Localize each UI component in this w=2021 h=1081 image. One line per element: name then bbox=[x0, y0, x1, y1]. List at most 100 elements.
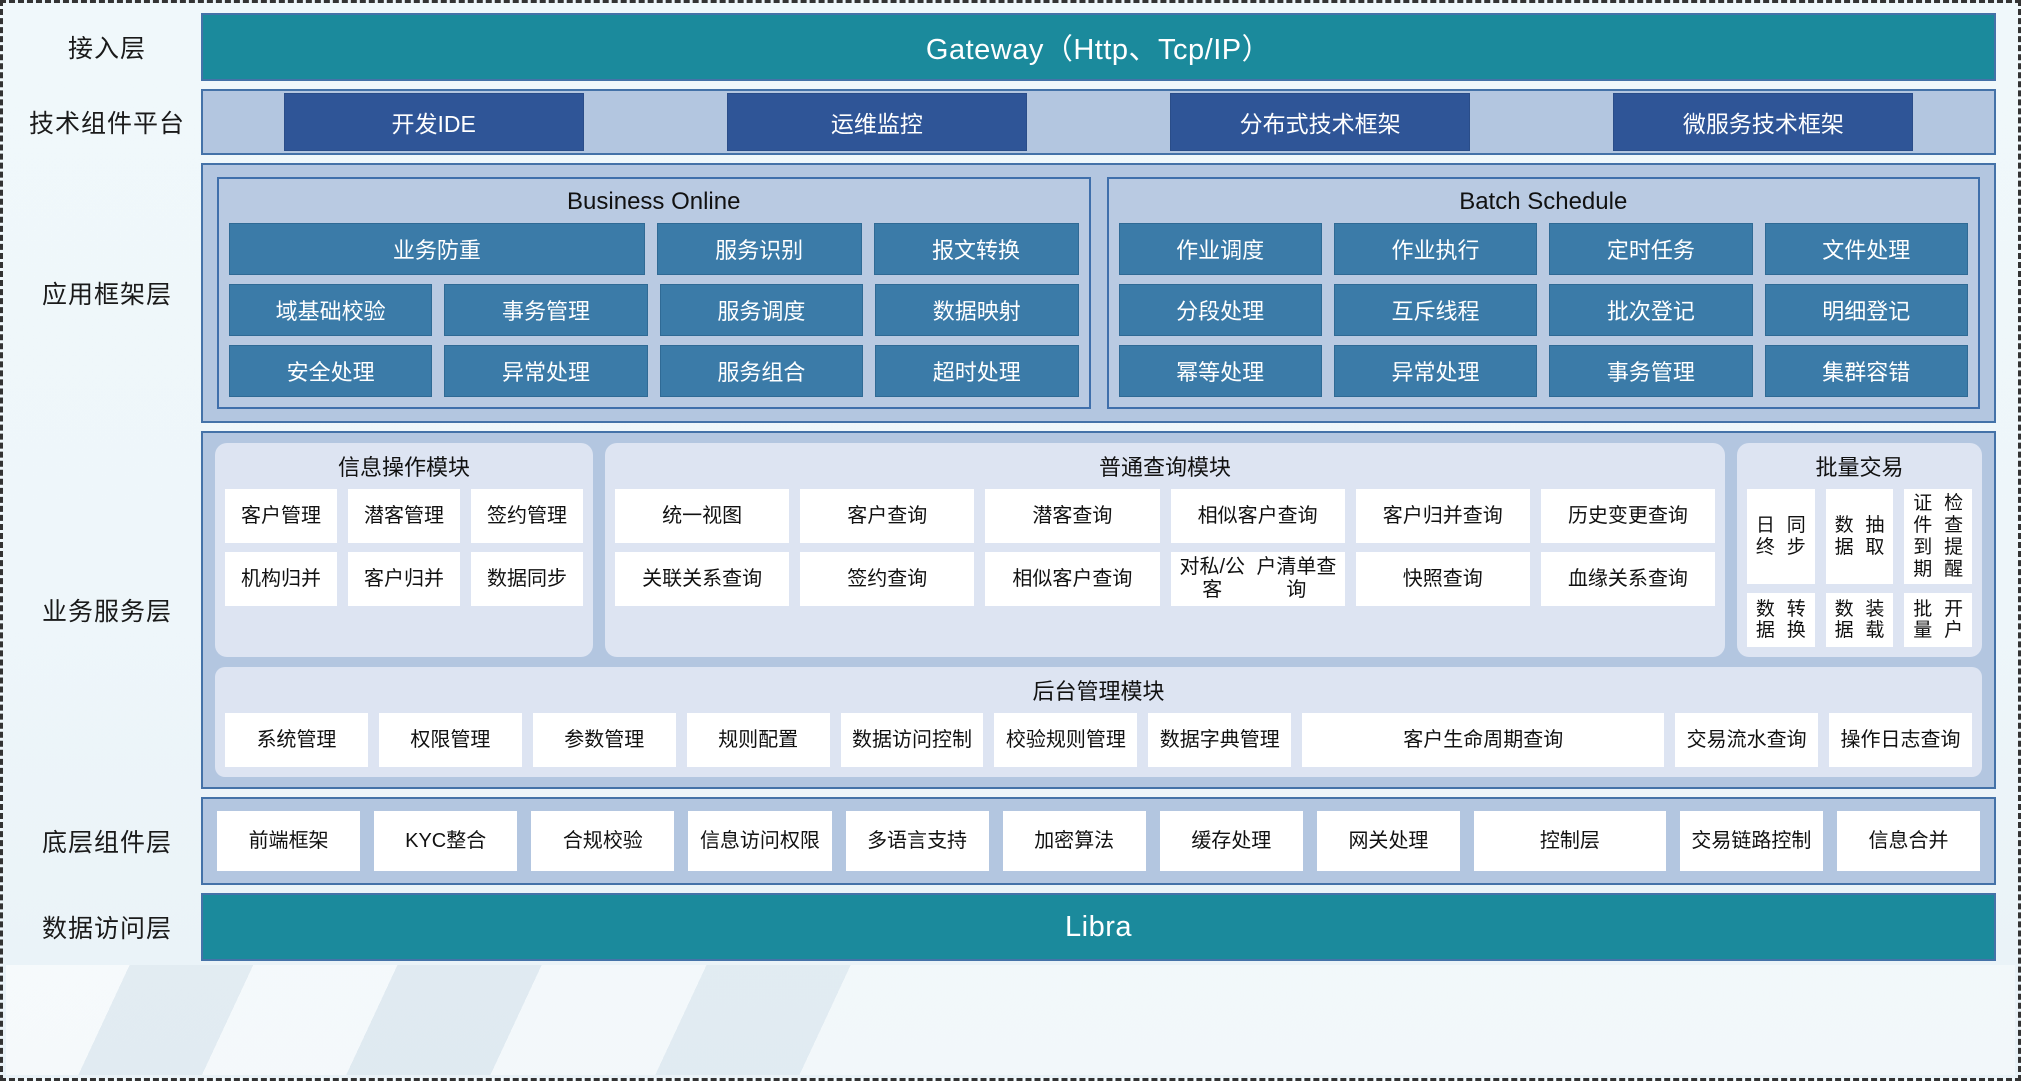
mbox-contract-management[interactable]: 签约管理 bbox=[471, 489, 583, 543]
fbox-job-execution[interactable]: 作业执行 bbox=[1333, 223, 1538, 275]
module-common-query: 普通查询模块 统一视图 客户查询 潜客查询 相似客户查询 客户归并查询 历史变更… bbox=[605, 443, 1725, 658]
module-title-info-operation: 信息操作模块 bbox=[337, 455, 470, 480]
mbox-similar-customer-query-2[interactable]: 相似客户查询 bbox=[985, 552, 1160, 606]
layer-tech-platform: 技术组件平台 开发IDE 运维监控 分布式技术框架 微服务技术框架 bbox=[13, 89, 1996, 155]
fbox-domain-base-validate[interactable]: 域基础校验 bbox=[229, 284, 433, 336]
fbox-timeout-processing[interactable]: 超时处理 bbox=[875, 345, 1079, 397]
batch-schedule-row-1: 作业调度 作业执行 定时任务 文件处理 bbox=[1118, 223, 1968, 275]
mbox-eod-sync[interactable]: 日终同步 bbox=[1747, 489, 1815, 585]
cbox-control-layer[interactable]: 控制层 bbox=[1474, 811, 1666, 872]
gateway-bar: Gateway（Http、Tcp/IP） bbox=[201, 13, 1996, 81]
cbox-info-access-permission[interactable]: 信息访问权限 bbox=[688, 811, 832, 872]
fbox-file-processing[interactable]: 文件处理 bbox=[1764, 223, 1968, 275]
mbox-validation-rule-management[interactable]: 校验规则管理 bbox=[994, 713, 1138, 768]
module-title-common-query: 普通查询模块 bbox=[1098, 455, 1231, 480]
mbox-permission-management[interactable]: 权限管理 bbox=[378, 713, 522, 768]
cbox-encryption-algorithm[interactable]: 加密算法 bbox=[1002, 811, 1146, 872]
mbox-operation-log-query[interactable]: 操作日志查询 bbox=[1829, 713, 1972, 768]
fbox-mutex-thread[interactable]: 互斥线程 bbox=[1333, 284, 1538, 336]
mbox-blood-relation-query[interactable]: 血缘关系查询 bbox=[1540, 552, 1716, 606]
layer-label-tech-platform: 技术组件平台 bbox=[28, 110, 185, 138]
mbox-unified-view[interactable]: 统一视图 bbox=[615, 489, 790, 543]
cbox-info-merge[interactable]: 信息合并 bbox=[1836, 811, 1981, 872]
batch-schedule-row-3: 幂等处理 异常处理 事务管理 集群容错 bbox=[1118, 345, 1968, 397]
layer-label-base-component: 底层组件层 bbox=[41, 829, 172, 858]
mbox-customer-merge[interactable]: 客户归并 bbox=[348, 552, 460, 606]
fbox-cluster-fault-tolerance[interactable]: 集群容错 bbox=[1764, 345, 1968, 397]
mbox-data-dictionary-management[interactable]: 数据字典管理 bbox=[1148, 713, 1292, 768]
mbox-data-access-control[interactable]: 数据访问控制 bbox=[840, 713, 984, 768]
fbox-service-scheduling[interactable]: 服务调度 bbox=[659, 284, 864, 336]
layer-data-access: 数据访问层 Libra bbox=[13, 893, 1996, 962]
common-query-row-2: 关联关系查询 签约查询 相似客户查询 对私/公客户清单查询 快照查询 血缘关系查… bbox=[615, 552, 1716, 606]
mbox-similar-customer-query[interactable]: 相似客户查询 bbox=[1170, 489, 1345, 543]
fbox-batch-transaction-management[interactable]: 事务管理 bbox=[1549, 345, 1753, 397]
mbox-prospect-query[interactable]: 潜客查询 bbox=[985, 489, 1160, 543]
mbox-system-management[interactable]: 系统管理 bbox=[225, 713, 368, 768]
fbox-message-transform[interactable]: 报文转换 bbox=[873, 223, 1079, 275]
fbox-security-processing[interactable]: 安全处理 bbox=[229, 345, 433, 397]
fbox-data-mapping[interactable]: 数据映射 bbox=[875, 284, 1079, 336]
tech-item-dev-ide[interactable]: 开发IDE bbox=[283, 93, 584, 151]
mbox-data-sync[interactable]: 数据同步 bbox=[471, 552, 583, 606]
mbox-snapshot-query[interactable]: 快照查询 bbox=[1355, 552, 1530, 606]
cbox-frontend-framework[interactable]: 前端框架 bbox=[217, 811, 361, 872]
fbox-transaction-management[interactable]: 事务管理 bbox=[444, 284, 648, 336]
fbox-segment-processing[interactable]: 分段处理 bbox=[1118, 284, 1322, 336]
fbox-idempotent-processing[interactable]: 幂等处理 bbox=[1118, 345, 1322, 397]
tech-platform-panel: 开发IDE 运维监控 分布式技术框架 微服务技术框架 bbox=[201, 89, 1996, 155]
mbox-rule-configuration[interactable]: 规则配置 bbox=[686, 713, 830, 768]
cbox-multilanguage-support[interactable]: 多语言支持 bbox=[845, 811, 989, 872]
group-title-business-online: Business Online bbox=[567, 188, 741, 215]
business-online-row-1: 业务防重 服务识别 报文转换 bbox=[229, 223, 1079, 275]
info-operation-row-2: 机构归并 客户归并 数据同步 bbox=[225, 552, 583, 606]
module-info-operation: 信息操作模块 客户管理 潜客管理 签约管理 机构归并 客户归并 数据同步 bbox=[215, 443, 593, 658]
fbox-job-scheduling[interactable]: 作业调度 bbox=[1118, 223, 1322, 275]
fbox-detail-registration[interactable]: 明细登记 bbox=[1764, 284, 1968, 336]
fbox-service-identify[interactable]: 服务识别 bbox=[656, 223, 862, 275]
cbox-transaction-chain-control[interactable]: 交易链路控制 bbox=[1679, 811, 1823, 872]
fbox-business-dedup[interactable]: 业务防重 bbox=[229, 223, 645, 275]
fbox-batch-registration[interactable]: 批次登记 bbox=[1549, 284, 1753, 336]
fbox-exception-processing[interactable]: 异常处理 bbox=[444, 345, 648, 397]
tech-item-ops-monitoring[interactable]: 运维监控 bbox=[726, 93, 1027, 151]
fbox-service-composition[interactable]: 服务组合 bbox=[659, 345, 864, 397]
layer-app-framework: 应用框架层 Business Online 业务防重 服务识别 报文转换 域基础… bbox=[13, 163, 1996, 423]
layer-label-app-framework: 应用框架层 bbox=[41, 281, 172, 309]
module-title-backend-admin: 后台管理模块 bbox=[1032, 679, 1165, 705]
mbox-prospect-management[interactable]: 潜客管理 bbox=[348, 489, 460, 543]
fbox-batch-exception-processing[interactable]: 异常处理 bbox=[1333, 345, 1538, 397]
business-service-panel: 信息操作模块 客户管理 潜客管理 签约管理 机构归并 客户归并 数据同步 bbox=[201, 431, 1996, 790]
tech-item-microservice-framework[interactable]: 微服务技术框架 bbox=[1613, 93, 1914, 151]
mbox-data-transform[interactable]: 数据转换 bbox=[1747, 593, 1815, 648]
mbox-data-load[interactable]: 数据装载 bbox=[1825, 593, 1894, 648]
cbox-gateway-processing[interactable]: 网关处理 bbox=[1316, 811, 1460, 872]
mbox-private-public-customer-list-query[interactable]: 对私/公客户清单查询 bbox=[1170, 552, 1345, 606]
tech-item-distributed-framework[interactable]: 分布式技术框架 bbox=[1170, 93, 1471, 151]
mbox-contract-query[interactable]: 签约查询 bbox=[800, 552, 975, 606]
backend-admin-row: 系统管理 权限管理 参数管理 规则配置 数据访问控制 校验规则管理 数据字典管理… bbox=[225, 713, 1972, 768]
mbox-org-merge[interactable]: 机构归并 bbox=[225, 552, 337, 606]
mbox-customer-merge-query[interactable]: 客户归并查询 bbox=[1355, 489, 1530, 543]
mbox-certificate-expiry-reminder[interactable]: 证件到期检查提醒 bbox=[1904, 489, 1973, 585]
mbox-batch-account-open[interactable]: 批量开户 bbox=[1904, 593, 1973, 648]
mbox-history-change-query[interactable]: 历史变更查询 bbox=[1540, 489, 1716, 543]
cbox-compliance-validation[interactable]: 合规校验 bbox=[531, 811, 675, 872]
batch-schedule-row-2: 分段处理 互斥线程 批次登记 明细登记 bbox=[1118, 284, 1968, 336]
mbox-data-extract[interactable]: 数据抽取 bbox=[1825, 489, 1894, 585]
mbox-customer-management[interactable]: 客户管理 bbox=[225, 489, 337, 543]
fbox-timed-task[interactable]: 定时任务 bbox=[1549, 223, 1753, 275]
mbox-relation-query[interactable]: 关联关系查询 bbox=[615, 552, 790, 606]
mbox-customer-query[interactable]: 客户查询 bbox=[800, 489, 975, 543]
mbox-transaction-flow-query[interactable]: 交易流水查询 bbox=[1675, 713, 1819, 768]
cbox-cache-processing[interactable]: 缓存处理 bbox=[1159, 811, 1303, 872]
mbox-customer-lifecycle-query[interactable]: 客户生命周期查询 bbox=[1302, 713, 1665, 768]
group-title-batch-schedule: Batch Schedule bbox=[1459, 188, 1628, 215]
mbox-parameter-management[interactable]: 参数管理 bbox=[532, 713, 676, 768]
group-batch-schedule: Batch Schedule 作业调度 作业执行 定时任务 文件处理 分段处理 … bbox=[1106, 177, 1980, 409]
layer-access: 接入层 Gateway（Http、Tcp/IP） bbox=[13, 13, 1996, 81]
